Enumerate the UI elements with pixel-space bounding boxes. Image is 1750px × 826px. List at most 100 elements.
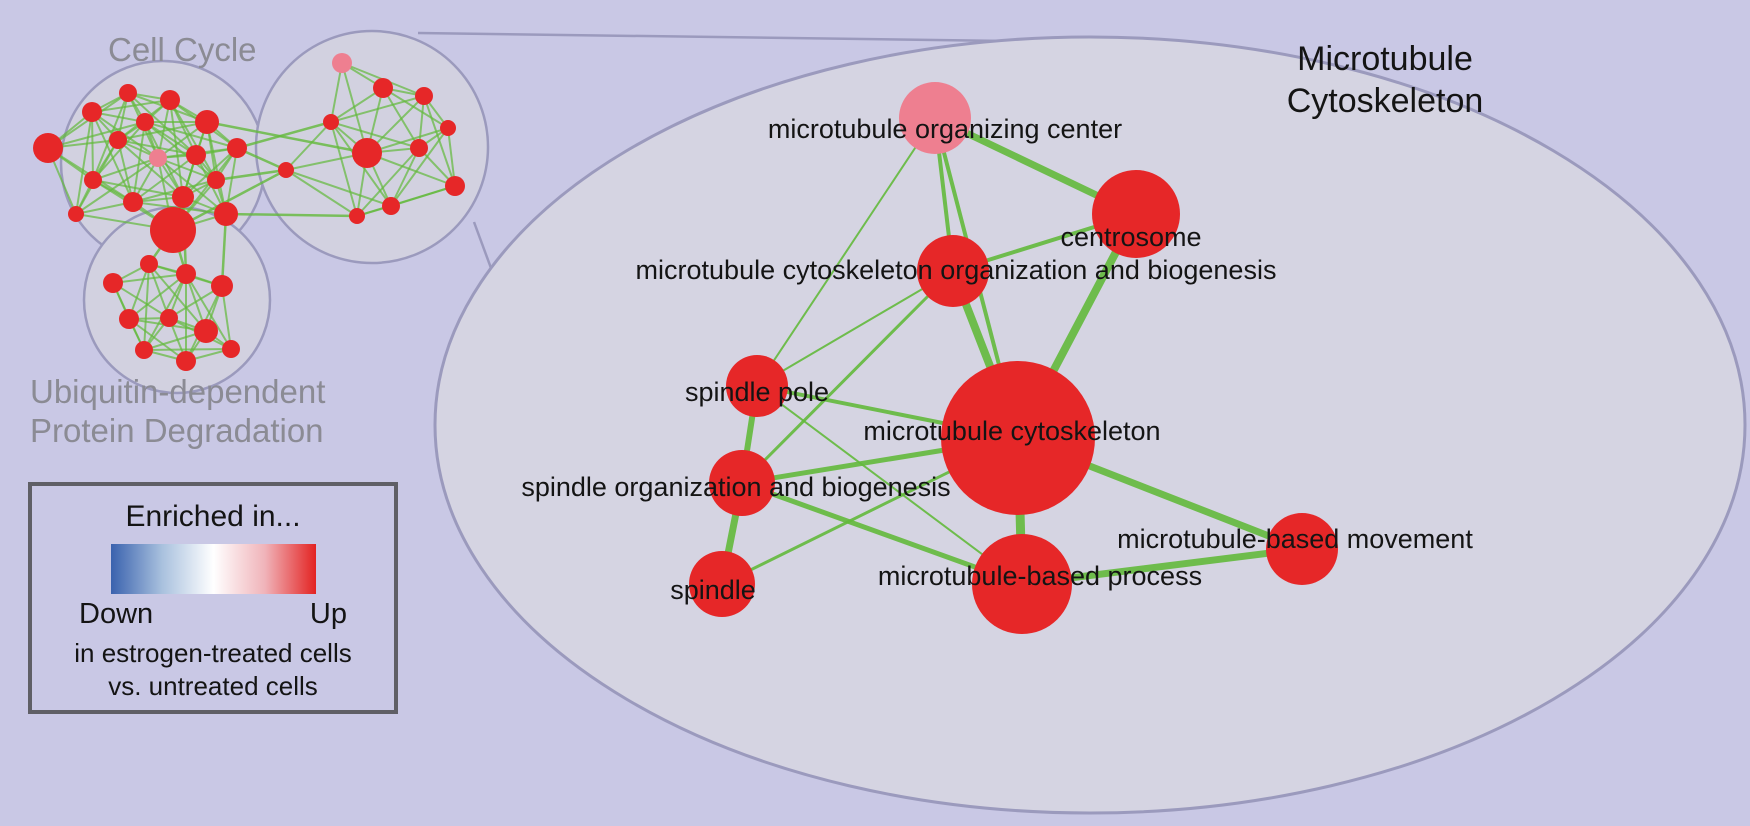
overview-edge bbox=[143, 348, 232, 351]
overview-edge bbox=[92, 121, 146, 181]
overview-bridge-edge bbox=[236, 120, 332, 150]
overview-node bbox=[195, 110, 219, 134]
overview-bridge-edge bbox=[220, 213, 228, 287]
node-mcob bbox=[917, 235, 989, 307]
overview-node bbox=[440, 120, 456, 136]
cluster-label-ubiquitin-line2: Protein Degradation bbox=[30, 412, 324, 449]
overview-edge bbox=[366, 152, 456, 187]
overview-node bbox=[207, 171, 225, 189]
node-centrosome bbox=[1092, 170, 1180, 258]
legend-caption-line1: in estrogen-treated cells bbox=[74, 638, 352, 668]
legend-box: Enriched in... Down Up in estrogen-treat… bbox=[28, 482, 398, 714]
legend-title: Enriched in... bbox=[125, 500, 301, 533]
edge-mcob-spindle_pole bbox=[756, 270, 954, 387]
overview-node bbox=[373, 78, 393, 98]
overview-node bbox=[160, 309, 178, 327]
overview-edge bbox=[128, 318, 187, 362]
overview-node bbox=[352, 138, 382, 168]
overview-bridge-edge bbox=[225, 212, 358, 218]
overview-edge bbox=[75, 157, 159, 215]
overview-node bbox=[160, 90, 180, 110]
edge-moc-spindle_pole bbox=[756, 117, 936, 387]
overview-edge bbox=[330, 87, 384, 123]
cluster-label-ubiquitin: Ubiquitin-dependent Protein Degradation bbox=[30, 372, 325, 450]
overview-edge bbox=[390, 127, 449, 207]
node-label-mbp: microtubule-based process bbox=[878, 561, 1202, 591]
overview-node bbox=[332, 53, 352, 73]
legend-up-label: Up bbox=[309, 598, 347, 630]
overview-bridge-edge bbox=[206, 120, 368, 155]
overview-edge bbox=[185, 273, 232, 350]
edge-mcob-sob bbox=[740, 269, 955, 485]
node-label-spindle: spindle bbox=[670, 575, 756, 605]
overview-edge bbox=[206, 121, 227, 215]
overview-edge bbox=[92, 179, 184, 198]
overview-edge bbox=[390, 147, 420, 207]
node-label-mcob: microtubule cytoskeleton organization an… bbox=[636, 255, 1277, 285]
overview-node bbox=[349, 208, 365, 224]
overview-edge bbox=[144, 121, 197, 156]
overview-edge bbox=[128, 273, 187, 320]
overview-edge bbox=[117, 139, 184, 198]
main-cluster-title-line1: Microtubule bbox=[1297, 40, 1473, 78]
overview-edge bbox=[112, 273, 187, 284]
overview-edge bbox=[341, 62, 368, 154]
overview-node bbox=[119, 309, 139, 329]
overview-node bbox=[109, 131, 127, 149]
overview-edge bbox=[330, 121, 358, 217]
overview-node bbox=[410, 139, 428, 157]
overview-node bbox=[445, 176, 465, 196]
overview-node bbox=[140, 255, 158, 273]
overview-edge bbox=[144, 121, 238, 149]
overview-node bbox=[136, 113, 154, 131]
node-sob bbox=[709, 450, 775, 516]
overview-edge bbox=[285, 169, 358, 217]
overview-edge bbox=[143, 263, 150, 351]
overview-node bbox=[103, 273, 123, 293]
overview-node bbox=[176, 351, 196, 371]
overview-node bbox=[149, 149, 167, 167]
overview-node bbox=[227, 138, 247, 158]
cluster-label-cell-cycle: Cell Cycle bbox=[108, 31, 257, 68]
overview-edge bbox=[91, 111, 94, 181]
overview-edge bbox=[330, 95, 425, 123]
overview-node bbox=[119, 84, 137, 102]
overview-node bbox=[278, 162, 294, 178]
node-label-spindle_pole: spindle pole bbox=[685, 377, 829, 407]
legend-gradient-bar bbox=[110, 544, 316, 594]
overview-edge bbox=[356, 147, 420, 217]
zoom-connector-line-0 bbox=[417, 31, 1086, 44]
overview-bridge-edge bbox=[215, 168, 287, 182]
overview-node bbox=[222, 340, 240, 358]
main-cluster-title-line2: Cytoskeleton bbox=[1286, 82, 1484, 120]
overview-node bbox=[194, 319, 218, 343]
overview-edge bbox=[132, 154, 197, 203]
node-mbp bbox=[972, 534, 1072, 634]
node-label-sob: spindle organization and biogenesis bbox=[521, 472, 950, 502]
overview-edge bbox=[382, 87, 449, 129]
node-spindle bbox=[689, 551, 755, 617]
overview-edge bbox=[91, 99, 171, 113]
node-label-centrosome: centrosome bbox=[1060, 222, 1201, 252]
overview-node bbox=[382, 197, 400, 215]
overview-edge bbox=[330, 62, 343, 123]
overview-edge bbox=[330, 121, 420, 149]
node-label-mbm: microtubule-based movement bbox=[1117, 524, 1473, 554]
overview-node bbox=[415, 87, 433, 105]
overview-edge bbox=[127, 92, 197, 156]
overview-edge bbox=[47, 121, 146, 149]
overview-edge bbox=[285, 169, 392, 207]
node-moc bbox=[899, 82, 971, 154]
cluster-label-ubiquitin-line1: Ubiquitin-dependent bbox=[30, 373, 326, 410]
overview-node bbox=[123, 192, 143, 212]
overview-node bbox=[33, 133, 63, 163]
overview-node bbox=[68, 206, 84, 222]
overview-edge bbox=[285, 121, 332, 171]
legend-caption-line2: vs. untreated cells bbox=[108, 671, 318, 701]
overview-node bbox=[150, 207, 196, 253]
node-mbm bbox=[1266, 513, 1338, 585]
overview-node bbox=[211, 275, 233, 297]
overview-edge bbox=[75, 111, 93, 215]
